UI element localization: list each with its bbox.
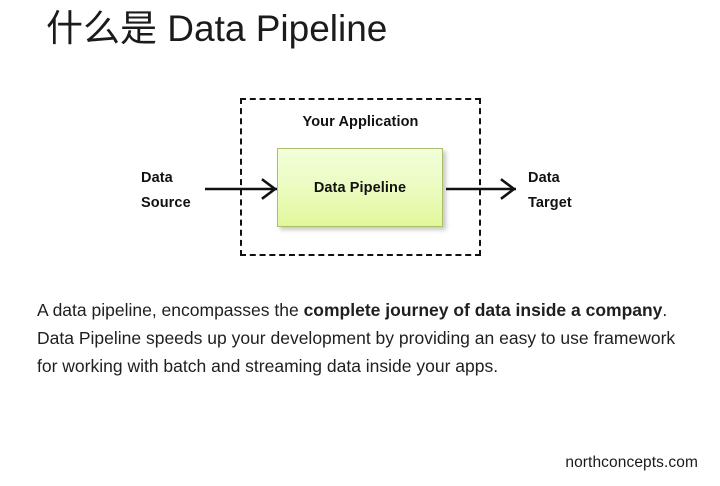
body-segment-1: complete journey of data inside a compan…	[303, 300, 663, 320]
body-segment-0: A data pipeline, encompasses the	[37, 300, 304, 320]
page-title: 什么是 Data Pipeline	[46, 8, 388, 49]
data-target-line2: Target	[528, 195, 572, 211]
your-application-boundary	[240, 98, 481, 256]
body-paragraph: A data pipeline, encompasses the complet…	[37, 296, 685, 380]
footer-attribution: northconcepts.com	[565, 454, 698, 471]
body-segment-2: . Data Pipeline speeds up your developme…	[37, 300, 676, 376]
your-application-label: Your Application	[302, 114, 419, 130]
data-target-line1: Data	[528, 170, 560, 186]
data-source-line2: Source	[141, 195, 191, 211]
data-pipeline-label: Data Pipeline	[313, 179, 407, 196]
data-pipeline-box: Data Pipeline	[277, 148, 443, 227]
data-source-line1: Data	[141, 170, 173, 186]
